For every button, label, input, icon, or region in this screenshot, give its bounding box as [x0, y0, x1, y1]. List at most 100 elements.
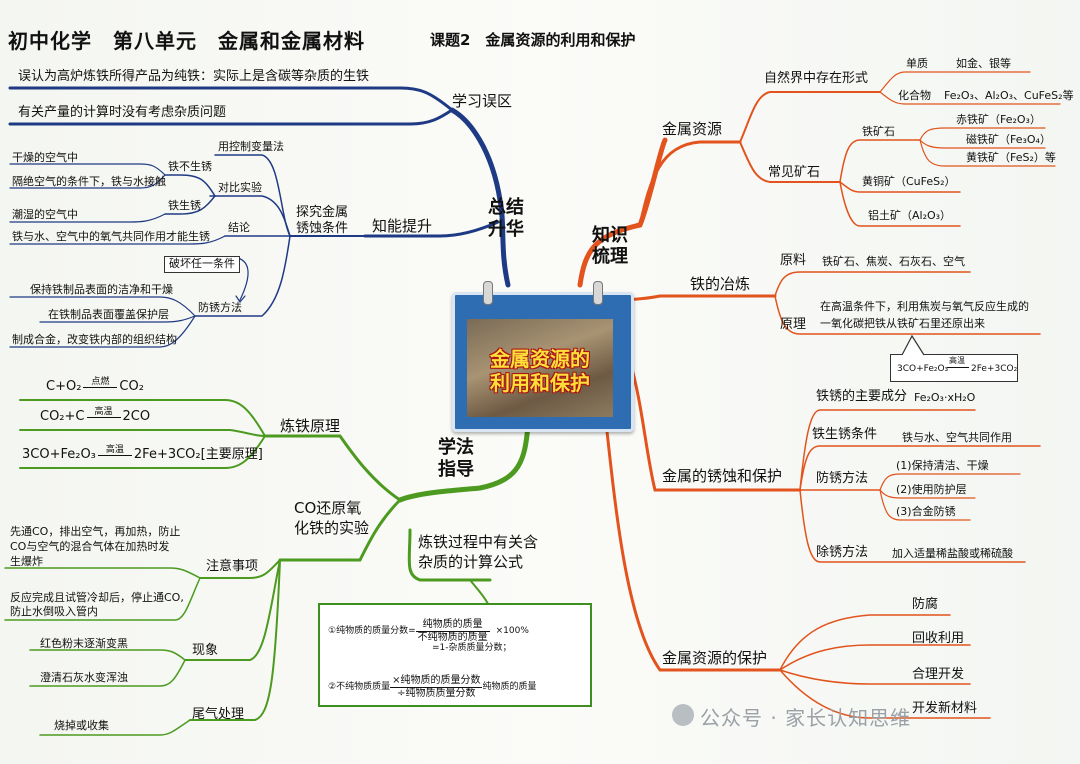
eq1-left: C+O₂ [46, 379, 81, 394]
eq2-left: CO₂+C [40, 409, 85, 424]
hematite: 赤铁矿（Fe₂O₃） [956, 114, 1041, 127]
rust-conditions-text: 铁与水、空气共同作用 [902, 432, 1012, 445]
explore-label-l1: 探究金属 [296, 206, 348, 221]
note1-line2: CO与空气的混合气体在加热时发 [10, 541, 169, 554]
wechat-icon [672, 704, 694, 726]
misconceptions-label: 学习误区 [452, 93, 512, 110]
page-subtitle: 课题2 金属资源的利用和保护 [430, 32, 635, 49]
phenomenon-2: 澄清石灰水变浑浊 [40, 672, 128, 685]
iron-ore-label: 铁矿石 [862, 126, 895, 139]
formula-1-prefix: ①纯物质的质量分数= [328, 626, 416, 636]
explore-label-l2: 锈蚀条件 [296, 222, 348, 237]
tail-gas-text: 烧掉或收集 [54, 720, 109, 733]
protection-label: 金属资源的保护 [662, 650, 767, 667]
rust-formula: Fe₂O₃·xH₂O [914, 392, 975, 405]
formula-2-bottom: ÷纯物质质量分数 [390, 688, 482, 700]
corrosion-prevent-2: (2)使用防护层 [896, 484, 967, 497]
bauxite: 铝土矿（Al₂O₃） [868, 210, 951, 223]
formula-2-top: ×纯物质的质量分数 [390, 675, 482, 688]
rust-main-label: 铁锈的主要成分 [816, 390, 907, 405]
eq1: C+O₂点燃CO₂ [46, 380, 144, 395]
impurity-label-l2: 杂质的计算公式 [418, 554, 523, 571]
break-one-box: 破坏任一条件 [164, 256, 240, 273]
chalcopyrite: 黄铜矿（CuFeS₂） [862, 176, 956, 189]
formula-1-suffix: ×100% [496, 626, 529, 636]
ores-label: 常见矿石 [768, 166, 820, 181]
formula-2-prefix: ②不纯物质质量 [328, 682, 390, 692]
knowledge-label-2: 梳理 [592, 247, 628, 268]
protection-item-3: 合理开发 [912, 668, 964, 683]
summary-label-2: 升华 [488, 220, 524, 241]
experiment-label-l1: CO还原氧 [294, 500, 361, 517]
protection-item-2: 回收利用 [912, 632, 964, 647]
isolated-air: 隔绝空气的条件下，铁与水接触 [12, 176, 166, 189]
nature-label: 自然界中存在形式 [764, 72, 868, 87]
conclusion-label: 结论 [228, 222, 250, 235]
eq3-arrow: 高温 [96, 445, 134, 456]
formula-2-suffix: 纯物质的质量 [482, 682, 536, 692]
principle-label: 原理 [780, 318, 806, 333]
note2-line1: 反应完成且试管冷却后，停止通CO, [10, 592, 184, 605]
phenomenon-1: 红色粉末逐渐变黑 [40, 638, 128, 651]
principle-line-2: 一氧化碳把铁从铁矿石里还原出来 [820, 318, 985, 331]
binder-ring-right [593, 281, 603, 305]
corrosion-prevent-3: (3)合金防锈 [896, 506, 956, 519]
note1-line3: 生爆炸 [10, 556, 43, 569]
eq2-arrow: 高温 [85, 407, 123, 418]
control-variable: 用控制变量法 [218, 141, 284, 154]
protection-item-1: 防腐 [912, 598, 938, 613]
center-label-line2: 利用和保护 [467, 367, 613, 396]
equation-pointer [898, 334, 928, 356]
notes-label: 注意事项 [206, 560, 258, 575]
rust-label: 铁生锈 [168, 200, 201, 213]
eq3-cond: 高温 [96, 445, 134, 455]
impurity-label-l1: 炼铁过程中有关含 [418, 534, 538, 551]
formula-2-fraction: ×纯物质的质量分数÷纯物质质量分数 [390, 675, 482, 699]
page-title: 初中化学 第八单元 金属和金属材料 [8, 30, 365, 53]
materials-label: 原料 [780, 254, 806, 269]
note1-line1: 先通CO，排出空气，再加热，防止 [10, 526, 180, 539]
skills-label: 知能提升 [372, 218, 432, 235]
formula-1-line2: =1-杂质质量分数； [432, 643, 512, 653]
smelting-label: 铁的冶炼 [690, 276, 750, 293]
conclusion-text: 铁与水、空气中的氧气共同作用才能生锈 [12, 231, 210, 244]
humid-air: 潮湿的空气中 [12, 209, 78, 222]
phenomena-label: 现象 [192, 644, 218, 659]
prevent-item-1: 保持铁制品表面的洁净和干燥 [30, 284, 173, 297]
prevent-item-3: 制成合金，改变铁内部的组织结构 [12, 334, 177, 347]
corrosion-prevent-label: 防锈方法 [816, 472, 868, 487]
note2-line2: 防止水倒吸入管内 [10, 606, 98, 619]
corrosion-prevent-1: (1)保持清洁、干燥 [896, 460, 989, 473]
misconception-2: 有关产量的计算时没有考虑杂质问题 [18, 106, 226, 121]
eq3-left: 3CO+Fe₂O₃ [22, 447, 96, 462]
smelting-eq-cond: 高温 [949, 356, 965, 365]
method-label-2: 指导 [438, 460, 474, 481]
tail-gas-label: 尾气处理 [192, 708, 244, 723]
eq2-right: 2CO [123, 409, 151, 424]
smelting-eq-left: 3CO+Fe₂O₃ [897, 364, 948, 374]
smelting-eq-right: 2Fe+3CO₂ [971, 364, 1017, 374]
eq2-cond: 高温 [85, 407, 123, 417]
eq1-bar [83, 387, 117, 388]
formula-1-fraction: 纯物质的质量不纯物质的质量 [416, 619, 490, 643]
misconception-1: 误认为高炉炼铁所得产品为纯铁：实际上是含碳等杂质的生铁 [18, 70, 369, 85]
formula-2: ②不纯物质质量×纯物质的质量分数÷纯物质质量分数纯物质的质量 [328, 675, 536, 699]
eq3: 3CO+Fe₂O₃高温2Fe+3CO₂[主要原理] [22, 448, 263, 463]
eq1-cond: 点燃 [81, 377, 119, 387]
eq1-right: CO₂ [119, 379, 144, 394]
magnetite: 磁铁矿（Fe₃O₄） [966, 134, 1051, 147]
watermark-text: 公众号 · 家长认知思维 [700, 702, 911, 731]
center-topic-card: 金属资源的 利用和保护 [452, 292, 634, 432]
compare-experiment: 对比实验 [218, 182, 262, 195]
eq2-bar [87, 417, 121, 418]
knowledge-label-1: 知识 [592, 226, 628, 247]
formula-1-numerator: 纯物质的质量 [416, 619, 490, 632]
protection-item-4: 开发新材料 [912, 702, 977, 717]
principle-line-1: 在高温条件下，利用焦炭与氧气反应生成的 [820, 301, 1029, 314]
dry-air: 干燥的空气中 [12, 152, 78, 165]
rust-remove-label: 除锈方法 [816, 546, 868, 561]
compound-example: Fe₂O₃、Al₂O₃、CuFeS₂等 [944, 90, 1074, 103]
corrosion-label: 金属的锈蚀和保护 [662, 468, 782, 485]
